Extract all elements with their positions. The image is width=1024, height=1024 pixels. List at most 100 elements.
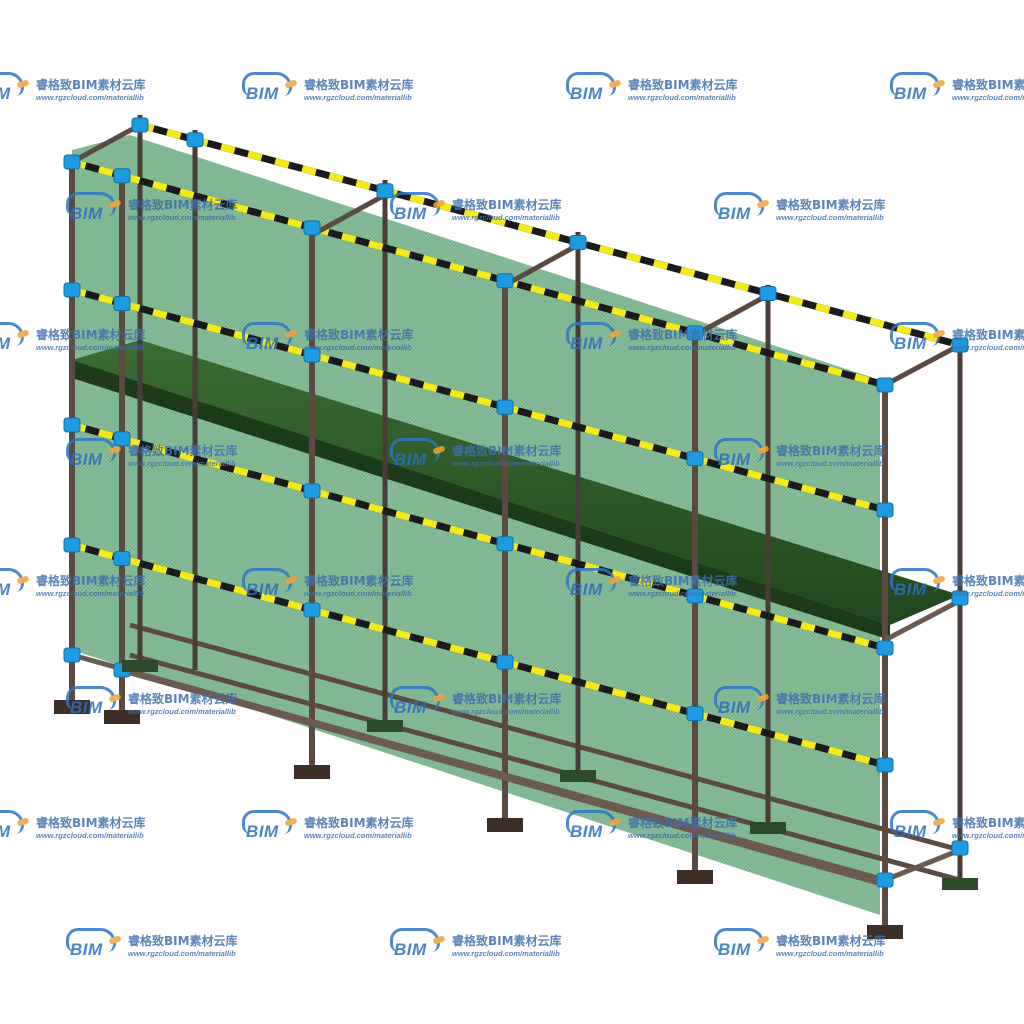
bim-cloud-icon: BIM bbox=[238, 810, 300, 844]
watermark-title: 睿格致BIM素材云库 bbox=[952, 574, 1024, 588]
base-plate bbox=[942, 878, 978, 890]
bim-cloud-icon: BIM bbox=[0, 568, 32, 602]
coupler-clamp bbox=[63, 647, 81, 663]
coupler-clamp bbox=[113, 296, 131, 312]
watermark-url: www.rgzcloud.com/materiallib bbox=[452, 949, 560, 958]
watermark-url: www.rgzcloud.com/materiallib bbox=[952, 589, 1024, 598]
base-plate bbox=[750, 822, 786, 834]
coupler-clamp bbox=[686, 706, 704, 722]
base-plate bbox=[677, 870, 713, 884]
bim-cloud-icon: BIM bbox=[386, 928, 448, 962]
coupler-clamp bbox=[303, 602, 321, 618]
watermark-url: www.rgzcloud.com/materiallib bbox=[128, 213, 236, 222]
watermark-logo-text: BIM bbox=[0, 84, 11, 104]
watermark-logo-text: BIM bbox=[246, 334, 279, 353]
watermark-logo-text: BIM bbox=[0, 334, 11, 354]
watermark-logo-text: BIM bbox=[894, 84, 927, 103]
watermark: BIM睿格致BIM素材云库www.rgzcloud.com/materialli… bbox=[0, 568, 146, 602]
coupler-clamp bbox=[303, 483, 321, 499]
coupler-clamp bbox=[63, 154, 81, 170]
coupler-clamp bbox=[376, 183, 394, 199]
coupler-clamp bbox=[686, 451, 704, 467]
coupler-clamp bbox=[876, 757, 894, 773]
bim-cloud-icon: BIM bbox=[886, 322, 948, 356]
top-transoms bbox=[70, 122, 962, 388]
bim-cloud-icon: BIM bbox=[62, 686, 124, 720]
base-plate bbox=[560, 770, 596, 782]
watermark-logo-text: BIM bbox=[246, 822, 279, 841]
watermark-title: 睿格致BIM素材云库 bbox=[36, 78, 146, 92]
coupler-clamp bbox=[496, 654, 514, 670]
watermark-logo-text: BIM bbox=[718, 940, 751, 959]
watermark-url: www.rgzcloud.com/materiallib bbox=[304, 831, 412, 840]
watermark-url: www.rgzcloud.com/materiallib bbox=[628, 831, 736, 840]
coupler-clamp bbox=[131, 117, 149, 133]
watermark-logo-text: BIM bbox=[70, 450, 103, 469]
coupler-clamp bbox=[951, 590, 969, 606]
watermark-logo-text: BIM bbox=[570, 84, 603, 103]
coupler-clamp bbox=[686, 325, 704, 341]
watermark: BIM睿格致BIM素材云库www.rgzcloud.com/materialli… bbox=[886, 322, 1024, 356]
bim-cloud-icon: BIM bbox=[238, 568, 300, 602]
watermark-logo-text: BIM bbox=[70, 698, 103, 717]
watermark-title: 睿格致BIM素材云库 bbox=[128, 198, 238, 212]
watermark-title: 睿格致BIM素材云库 bbox=[452, 934, 562, 948]
watermark: BIM 睿格致BIM素材云库www.rgzcloud.com/materialli… bbox=[0, 72, 146, 106]
watermark-url: www.rgzcloud.com/materiallib bbox=[36, 93, 144, 102]
bim-cloud-icon: BIM bbox=[710, 192, 772, 226]
watermark-logo-text: BIM bbox=[718, 450, 751, 469]
watermark-title: 睿格致BIM素材云库 bbox=[128, 444, 238, 458]
watermark-url: www.rgzcloud.com/materiallib bbox=[628, 343, 736, 352]
bim-cloud-icon: BIM bbox=[0, 810, 32, 844]
coupler-clamp bbox=[186, 132, 204, 148]
ledger-stripe bbox=[71, 541, 886, 769]
watermark-url: www.rgzcloud.com/materiallib bbox=[36, 589, 144, 598]
watermark: BIM睿格致BIM素材云库www.rgzcloud.com/materialli… bbox=[886, 568, 1024, 602]
coupler-clamp bbox=[303, 347, 321, 363]
watermark-url: www.rgzcloud.com/materiallib bbox=[304, 93, 412, 102]
coupler-clamp bbox=[876, 872, 894, 888]
base-plate bbox=[367, 720, 403, 732]
watermark-title: 睿格致BIM素材云库 bbox=[628, 328, 738, 342]
base-plate bbox=[294, 765, 330, 779]
watermark-url: www.rgzcloud.com/materiallib bbox=[452, 707, 560, 716]
base-plate bbox=[487, 818, 523, 832]
watermark-logo-text: BIM bbox=[0, 580, 11, 600]
bim-cloud-icon: BIM bbox=[386, 438, 448, 472]
coupler-clamp bbox=[951, 840, 969, 856]
watermark-logo-text: BIM bbox=[718, 204, 751, 223]
watermark-url: www.rgzcloud.com/materiallib bbox=[776, 707, 884, 716]
ledger-stripe bbox=[71, 158, 886, 389]
watermark-title: 睿格致BIM素材云库 bbox=[776, 934, 886, 948]
bim-cloud-icon: BIM bbox=[62, 928, 124, 962]
ledger-stripe bbox=[139, 121, 961, 349]
back-ledgers bbox=[129, 622, 961, 883]
watermark-logo-text: BIM bbox=[70, 940, 103, 959]
bim-cloud-icon: BIM bbox=[62, 192, 124, 226]
watermark-title: 睿格致BIM素材云库 bbox=[776, 198, 886, 212]
watermark-url: www.rgzcloud.com/materiallib bbox=[36, 831, 144, 840]
watermark: BIM睿格致BIM素材云库www.rgzcloud.com/materialli… bbox=[886, 72, 1024, 106]
coupler-clamp bbox=[496, 536, 514, 552]
watermark-url: www.rgzcloud.com/materiallib bbox=[128, 707, 236, 716]
watermark-title: 睿格致BIM素材云库 bbox=[128, 692, 238, 706]
coupler-clamp bbox=[63, 537, 81, 553]
watermark-title: 睿格致BIM素材云库 bbox=[776, 692, 886, 706]
coupler-clamp bbox=[63, 417, 81, 433]
watermark-url: www.rgzcloud.com/materiallib bbox=[952, 93, 1024, 102]
bim-cloud-icon: BIM bbox=[238, 322, 300, 356]
watermark-title: 睿格致BIM素材云库 bbox=[776, 444, 886, 458]
watermark-title: 睿格致BIM素材云库 bbox=[628, 78, 738, 92]
watermark-logo-text: BIM bbox=[246, 580, 279, 599]
coupler-clamp bbox=[113, 168, 131, 184]
